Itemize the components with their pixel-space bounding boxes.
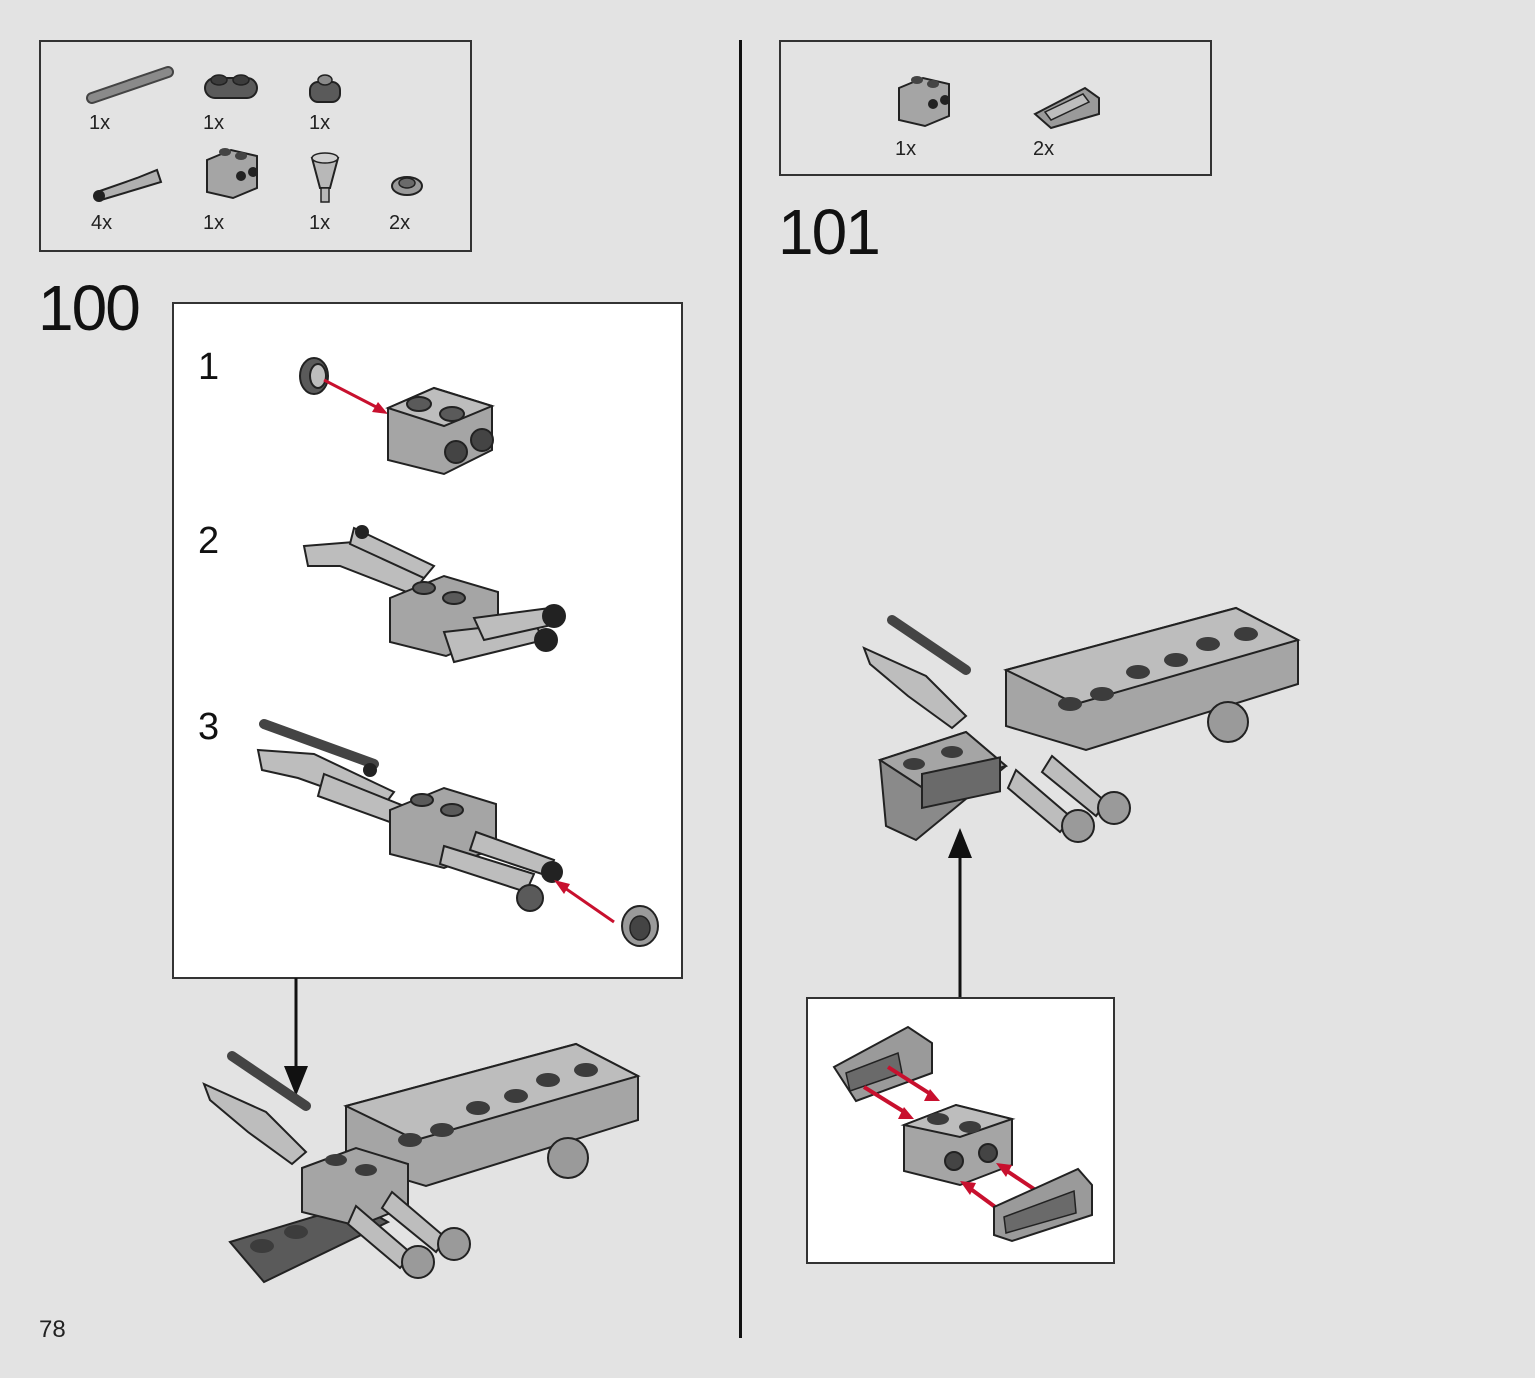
- sub-assembly-callout: 1 2 3: [172, 302, 683, 979]
- plate-round-2-icon: [204, 74, 258, 99]
- substep-number-1: 1: [198, 346, 220, 388]
- page-divider: [739, 40, 742, 1338]
- substep-number-2: 2: [198, 520, 220, 562]
- brick-side-studs-icon: [898, 76, 950, 128]
- placement-arrow: [284, 978, 308, 1096]
- part-qty: 1x: [309, 112, 331, 134]
- part-qty: 4x: [91, 212, 113, 234]
- step-number-100: 100: [38, 272, 141, 344]
- part-qty: 1x: [203, 112, 225, 134]
- substep-3-illustration: [256, 719, 659, 947]
- substep-2-illustration: [302, 525, 566, 664]
- page-number: 78: [39, 1316, 66, 1343]
- step-100-assembly: [202, 1042, 641, 1284]
- sub-assembly-callout: [806, 997, 1115, 1264]
- step-number-101: 101: [778, 196, 881, 268]
- part-qty: 1x: [895, 138, 917, 160]
- substep-1-illustration: [299, 357, 495, 476]
- blaster-barrel-icon: [93, 168, 163, 202]
- bar-icon: [86, 66, 174, 104]
- callout-illustration: [832, 1025, 1093, 1243]
- part-qty: 1x: [203, 212, 225, 234]
- placement-arrow: [948, 828, 972, 1000]
- round-tile-icon: [391, 176, 423, 196]
- part-qty: 1x: [89, 112, 111, 134]
- substep-number-3: 3: [198, 706, 220, 748]
- part-qty: 2x: [389, 212, 411, 234]
- parts-list-step-101: 1x 2x: [779, 40, 1212, 176]
- cone-icon: [310, 152, 340, 203]
- step-101-assembly: [862, 606, 1301, 843]
- part-qty: 2x: [1033, 138, 1055, 160]
- round-stud-icon: [309, 74, 341, 103]
- part-qty: 1x: [309, 212, 331, 234]
- slope-grille-icon: [1033, 86, 1100, 130]
- parts-list-step-100: 1x 1x 1x 4x 1x 1x 2x: [39, 40, 472, 252]
- brick-side-studs-icon: [206, 148, 258, 200]
